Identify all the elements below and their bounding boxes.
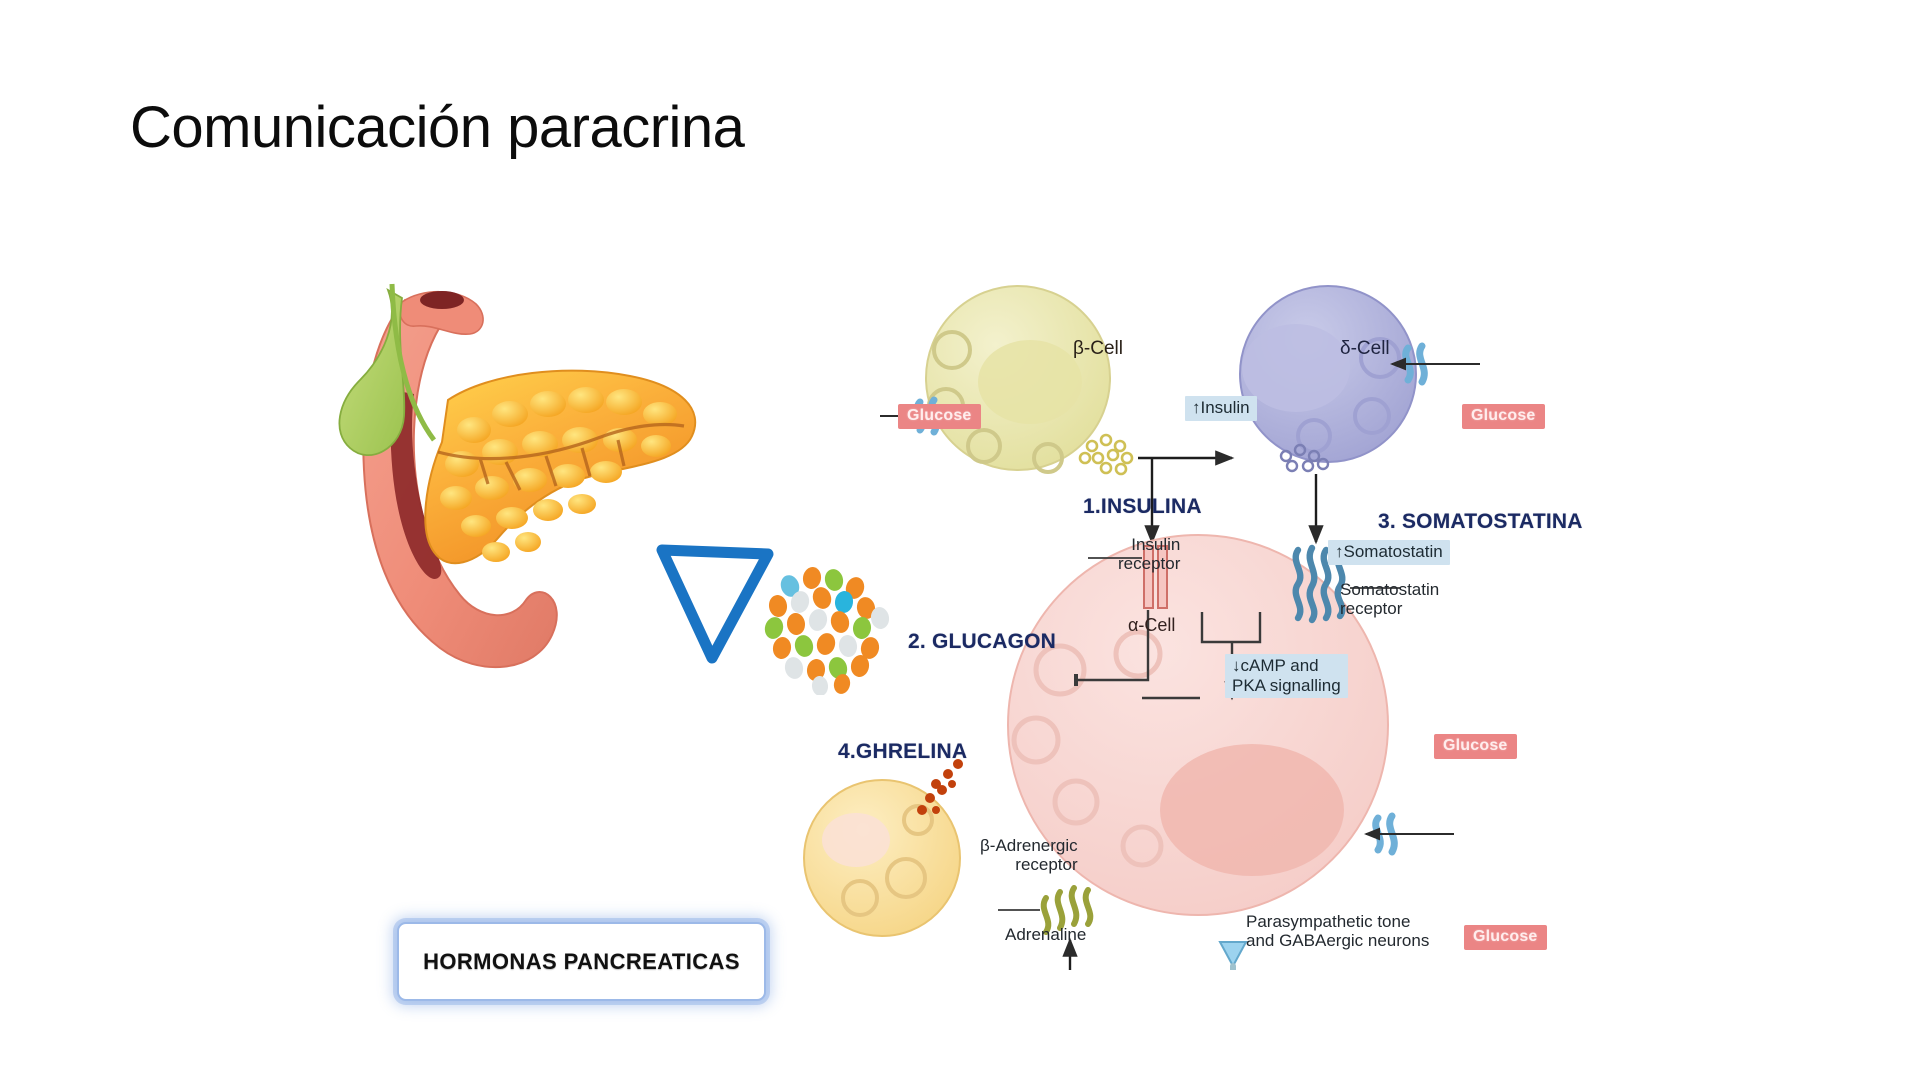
beta-adrenergic-receptor-annotation: β-Adrenergic receptor — [980, 836, 1078, 875]
nerve-terminal-glyph — [1218, 941, 1248, 970]
islet-cell-cluster — [764, 567, 890, 695]
cystic-duct — [389, 283, 437, 442]
parasympathetic-tone-annotation: Parasympathetic tone and GABAergic neuro… — [1246, 912, 1430, 951]
hormone-label-glucagon: 2. GLUCAGON — [908, 630, 1057, 653]
somatostatin-receptor-annotation: Somatostatin receptor — [1340, 580, 1440, 619]
blue-triangle-pointer — [656, 544, 774, 664]
glucose-badge-delta: Glucose — [1462, 404, 1545, 429]
beta-cell — [925, 285, 1111, 474]
somatostatin-up-badge: ↑Somatostatin — [1328, 540, 1450, 565]
pancreatic-duct — [437, 422, 685, 491]
delta-cell-label: δ-Cell — [1340, 338, 1390, 359]
delta-cell — [1239, 285, 1417, 463]
adrenaline-molecules — [1062, 937, 1078, 970]
hormone-label-ghrelina: 4.GHRELINA — [838, 740, 968, 763]
hormone-label-somatostatina: 3. SOMATOSTATINA — [1378, 510, 1583, 533]
adrenaline-annotation: Adrenaline — [1005, 925, 1087, 944]
pancreas-lobules — [440, 387, 677, 562]
pancreas-anatomy-illustration — [338, 283, 697, 669]
insulin-receptor-glyph — [1143, 545, 1168, 609]
glucose-transporter-alpha — [1364, 812, 1454, 856]
pylorus-opening — [420, 291, 464, 309]
hormone-label-insulina: 1.INSULINA — [1083, 495, 1202, 518]
alpha-cell — [1007, 534, 1389, 916]
intracellular-signal-lines — [1074, 610, 1262, 701]
annotation-leader-lines — [998, 557, 1400, 911]
glucose-transporter-delta — [1390, 342, 1480, 386]
paracrine-signalling-schematic — [880, 285, 1480, 970]
hormonas-pancreaticas-label: HORMONAS PANCREATICAS — [423, 948, 740, 974]
camp-down-badge: ↓cAMP and PKA signalling — [1225, 654, 1348, 699]
beta-adrenergic-receptor-glyph — [1040, 885, 1094, 935]
alpha-cell-label: α-Cell — [1128, 615, 1176, 635]
hormonas-pancreaticas-callout: HORMONAS PANCREATICAS — [397, 922, 766, 1001]
insulin-receptor-annotation: Insulin receptor — [1118, 535, 1181, 574]
ghrelin-cell — [803, 759, 963, 937]
glucose-badge-alpha: Glucose — [1434, 734, 1517, 759]
glucose-badge-neuron: Glucose — [1464, 925, 1547, 950]
page-title: Comunicación paracrina — [130, 95, 745, 160]
insulin-granules — [1078, 433, 1134, 476]
ghrelin-granules — [917, 759, 963, 815]
glucose-badge-beta: Glucose — [898, 404, 981, 429]
islet-beads — [764, 567, 890, 695]
beta-cell-label: β-Cell — [1073, 338, 1123, 359]
insulin-up-badge: ↑Insulin — [1185, 396, 1257, 421]
somatostatin-granules — [1279, 443, 1330, 473]
